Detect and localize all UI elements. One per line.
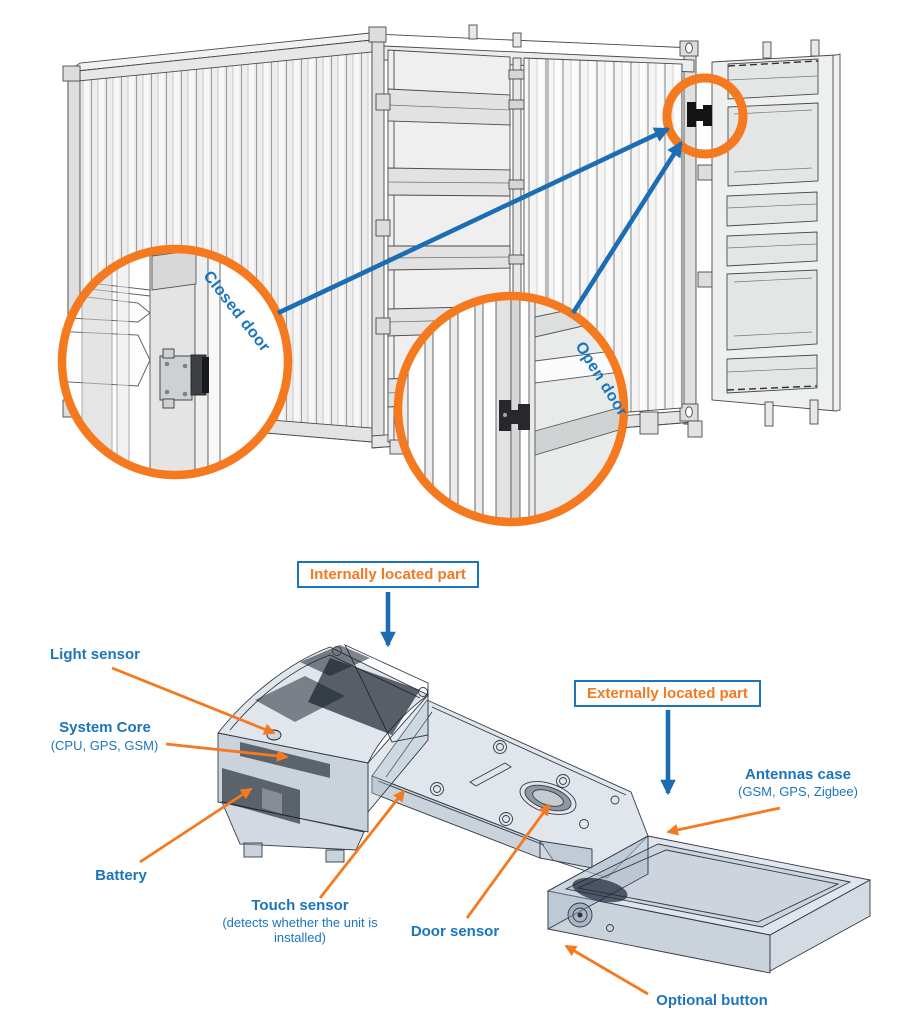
sensor-highlight: [662, 73, 748, 159]
closed-door-circle: [57, 244, 293, 480]
antennas-case-label: Antennas case: [745, 766, 851, 783]
magnifier-open-door: [393, 291, 629, 527]
touch-sensor-label: Touch sensor: [251, 897, 349, 914]
external-unit: [546, 835, 872, 974]
door-sensor-label: Door sensor: [410, 923, 500, 940]
external-part-callout: Externally located part: [574, 680, 761, 707]
light-sensor-label: Light sensor: [49, 646, 140, 663]
battery-label: Battery: [95, 867, 147, 884]
touch-sensor-sublabel: (detects whether the unit is installed): [222, 915, 378, 946]
system-core-label: System Core: [59, 719, 151, 736]
internal-part-callout: Internally located part: [297, 561, 479, 588]
device-line-art: [217, 644, 872, 974]
optional-button-label: Optional button: [656, 992, 768, 1009]
callout-arrows-blue: [380, 592, 676, 796]
open-door-circle: [393, 291, 629, 527]
magnifier-closed-door: [57, 244, 293, 480]
antennas-case-sublabel: (GSM, GPS, Zigbee): [738, 784, 858, 799]
pointer-arrows: [277, 126, 683, 316]
door-sensor-icon: [687, 102, 712, 127]
system-core-sublabel: (CPU, GPS, GSM): [50, 738, 159, 753]
label-arrows-orange: [111, 666, 781, 996]
